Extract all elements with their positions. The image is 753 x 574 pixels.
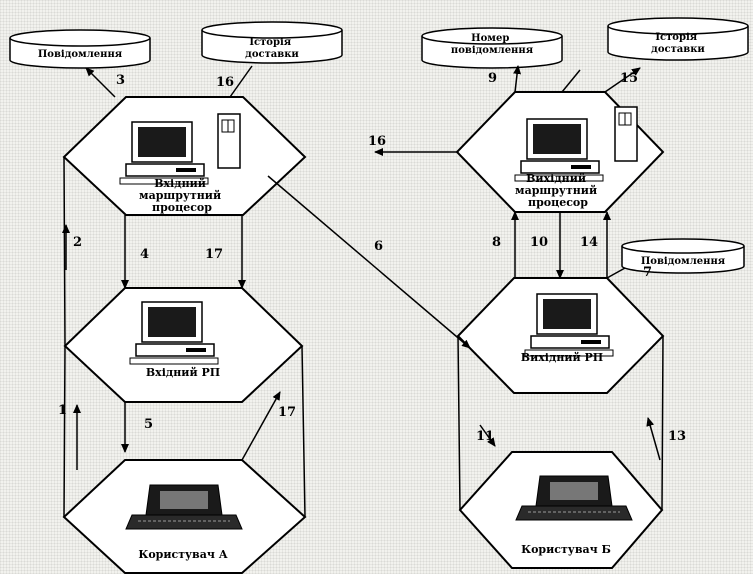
- arrow-1-label: 1: [58, 403, 67, 418]
- arrow-14-label: 14: [580, 235, 598, 250]
- arrow-13: [648, 418, 660, 460]
- arrow-9-label: 9: [488, 71, 497, 86]
- svg-text:Повідомлення: Повідомлення: [641, 256, 726, 267]
- history-in-db: Історія доставки: [202, 22, 342, 63]
- output-rp-label: Вихідний РП: [521, 351, 603, 364]
- svg-text:Повідомлення: Повідомлення: [38, 49, 123, 60]
- arrow-17-user: [242, 392, 280, 460]
- messages-in-db: Повідомлення: [10, 30, 150, 68]
- arrow-17-down-label: 17: [205, 247, 223, 262]
- user-b-label: Користувач Б: [521, 543, 611, 556]
- arrow-8-label: 8: [492, 235, 501, 250]
- svg-text:Історія доставки: Історія доставки: [245, 37, 299, 60]
- arrow-15-label: 15: [620, 71, 638, 86]
- history-out-db: Історія доставки: [608, 18, 748, 60]
- msg-number-db: Номер повідомлення: [422, 28, 562, 68]
- arrow-9: [515, 66, 518, 92]
- arrow-10-label: 10: [530, 235, 548, 250]
- arrow-3: [86, 68, 115, 97]
- svg-text:Історія доставки: Історія доставки: [651, 32, 705, 55]
- user-a-label: Користувач А: [138, 548, 227, 561]
- arrow-6-label: 6: [374, 239, 383, 254]
- arrow-6: [268, 176, 470, 348]
- arrow-16-link-label: 16: [368, 134, 386, 149]
- arrow-11-label: 11: [476, 429, 494, 444]
- arrow-4-label: 4: [140, 247, 149, 262]
- arrow-3-label: 3: [116, 73, 125, 88]
- arrow-13-label: 13: [668, 429, 686, 444]
- arrow-17-user-label: 17: [278, 405, 296, 420]
- arrow-16-db-label: 16: [216, 75, 234, 90]
- input-rp-label: Вхідний РП: [146, 366, 220, 379]
- messages-out-db: Повідомлення: [622, 239, 744, 273]
- arrow-2-label: 2: [73, 235, 82, 250]
- arrow-7-label: 7: [643, 265, 652, 280]
- arrow-5-label: 5: [144, 417, 153, 432]
